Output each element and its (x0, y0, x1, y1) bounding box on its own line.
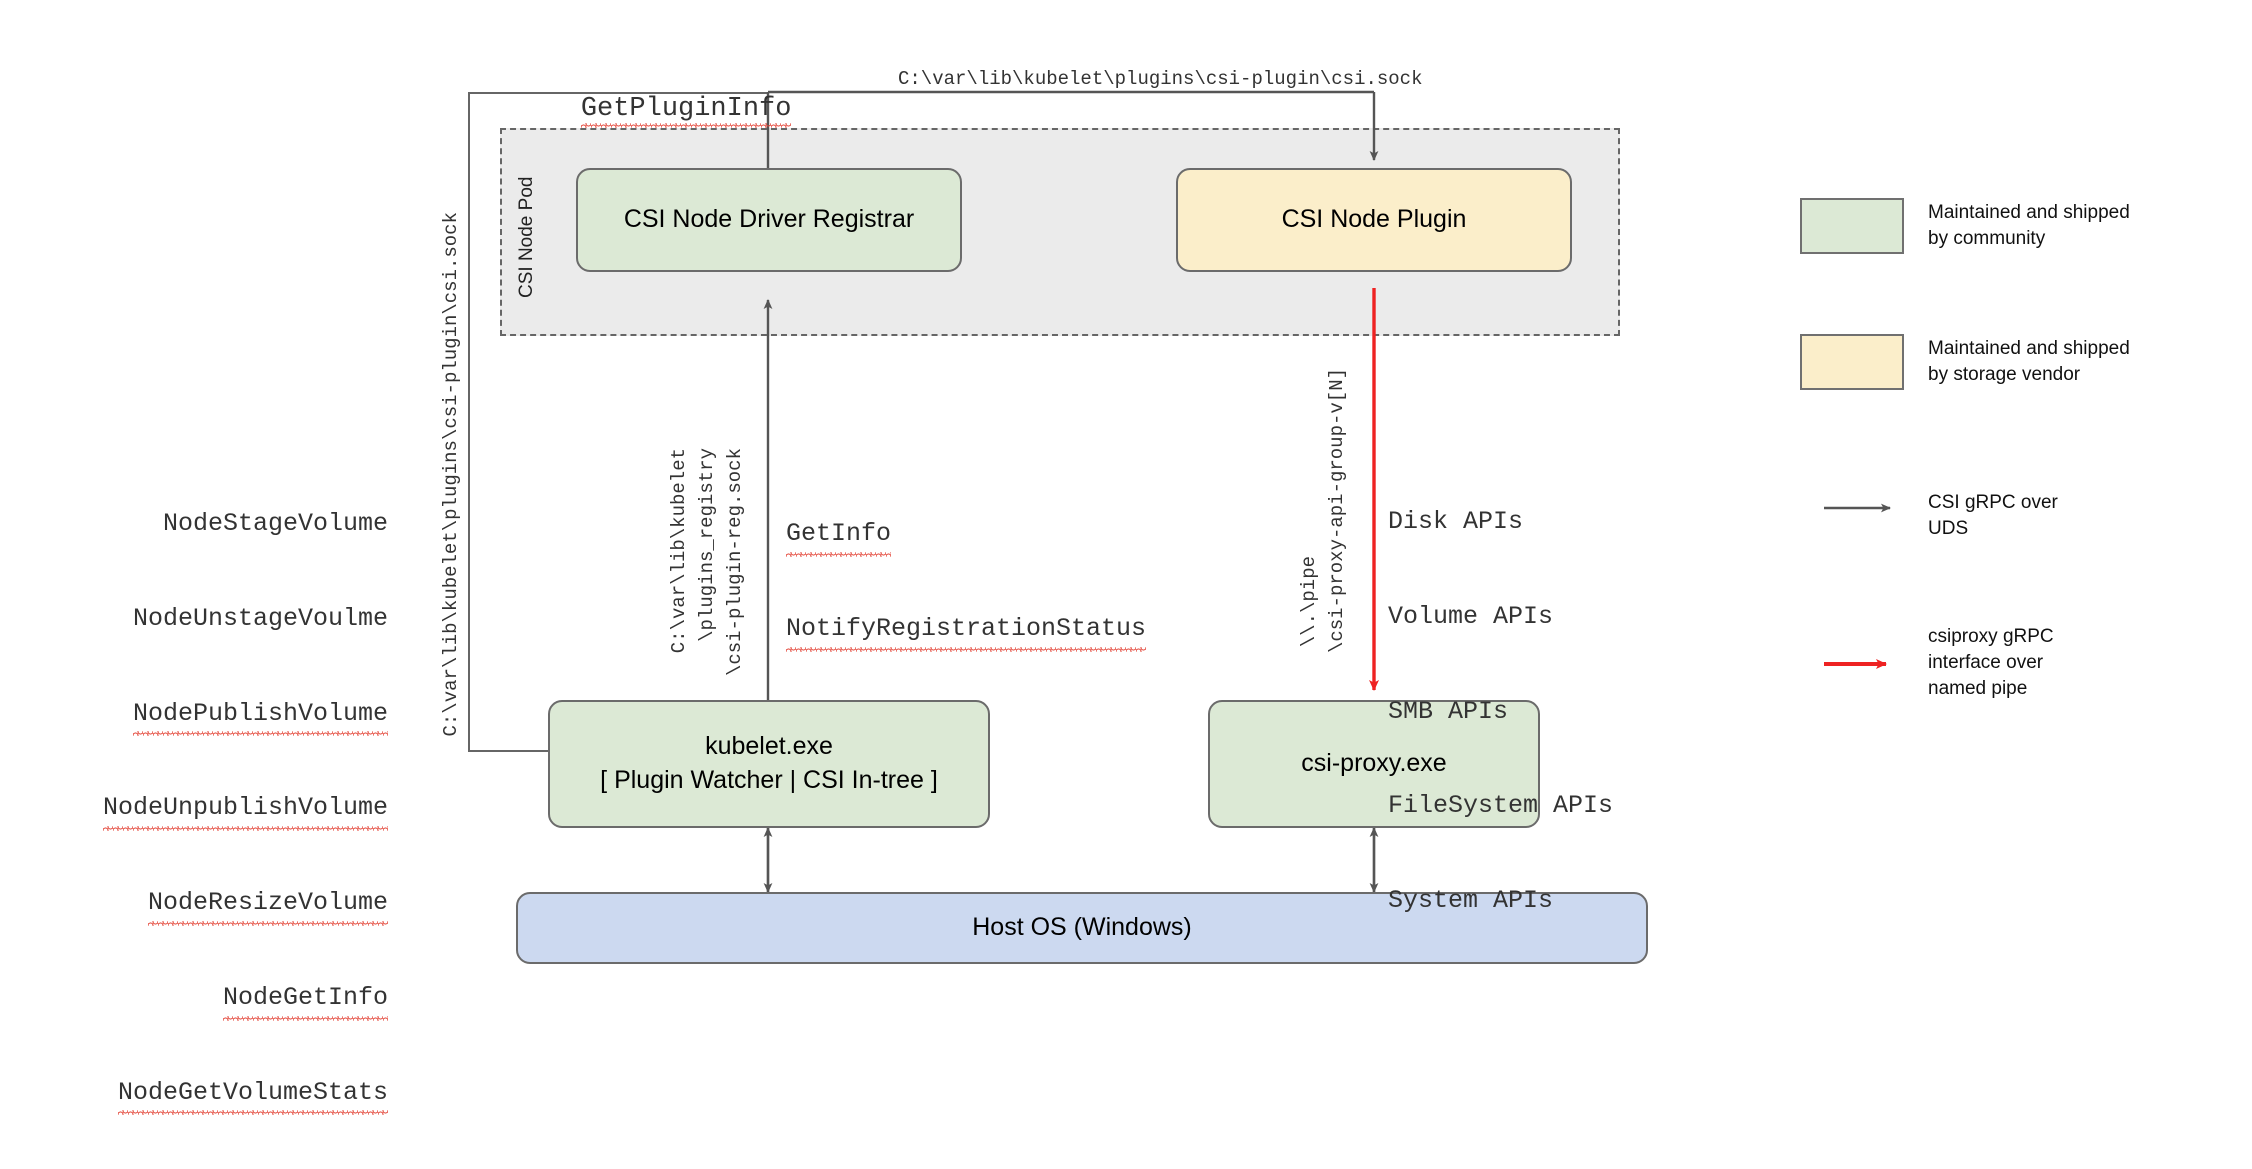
legend-swatch-vendor (1800, 334, 1904, 390)
label-named-pipe-line-2: \csi-proxy-api-group-v[N] (1326, 368, 1348, 654)
proxy-api-item: SMB APIs (1388, 696, 1509, 726)
registration-call-item: GetInfo (786, 516, 1146, 557)
node-api-item: NodeGetVolumeStats (60, 1075, 389, 1115)
proxy-api-item: Disk APIs (1388, 507, 1524, 536)
registration-calls-list: GetInfo NotifyRegistrationStatus (786, 458, 1147, 706)
node-api-text: NodeUnstageVoulme (132, 603, 388, 633)
node-csi-node-driver-registrar[interactable]: CSI Node Driver Registrar (576, 168, 962, 272)
label-reg-sock-line-3: \csi-plugin-reg.sock (724, 448, 746, 677)
legend-label-csi-grpc-uds: CSI gRPC over UDS (1928, 492, 2058, 540)
node-api-text: NodeStageVolume (162, 509, 388, 538)
node-api-item: NodeStageVolume (60, 506, 388, 543)
node-api-item: NodePublishVolume (60, 696, 389, 736)
node-csi-proxy-exe[interactable]: csi-proxy.exe (1208, 700, 1540, 828)
node-kubelet-exe[interactable]: kubelet.exe [ Plugin Watcher | CSI In-tr… (548, 700, 990, 828)
legend-label-community: Maintained and shipped by community (1928, 202, 2130, 250)
node-api-text: NodeGetVolumeStats (117, 1075, 389, 1115)
proxy-api-item: FileSystem APIs (1388, 791, 1614, 821)
kubelet-title: kubelet.exe (705, 732, 833, 761)
node-label: CSI Node Driver Registrar (623, 205, 915, 234)
node-api-text: NodeGetInfo (222, 980, 389, 1021)
node-api-item: NodeUnstageVoulme (60, 601, 388, 638)
node-api-text: NodeResizeVolume (147, 885, 389, 926)
proxy-api-item: Volume APIs (1388, 601, 1554, 631)
label-reg-sock-line-2: \plugins_registry (696, 448, 718, 642)
proxy-api-item: System APIs (1388, 886, 1554, 915)
node-label: Host OS (Windows) (972, 913, 1192, 942)
registration-call-text: GetInfo (786, 516, 892, 557)
registration-call-text: NotifyRegistrationStatus (786, 611, 1147, 652)
proxy-api-list: Disk APIs Volume APIs SMB APIs FileSyste… (1388, 446, 1613, 978)
node-api-text: NodeUnpublishVolume (102, 790, 389, 831)
node-api-item: NodeUnpublishVolume (60, 790, 389, 831)
csi-node-pod-label: CSI Node Pod (516, 176, 537, 298)
legend-label-csiproxy-grpc: csiproxy gRPC interface over named pipe (1928, 626, 2054, 700)
registration-call-item: NotifyRegistrationStatus (786, 611, 1147, 652)
node-label: CSI Node Plugin (1281, 205, 1467, 234)
diagram-canvas: CSI Node Pod CSI Node Driv (102, 64, 2130, 1115)
label-csi-sock-path-top: C:\var\lib\kubelet\plugins\csi-plugin\cs… (898, 68, 1423, 90)
kubelet-subtitle: [ Plugin Watcher | CSI In-tree ] (600, 766, 938, 794)
node-api-item: NodeGetInfo (60, 980, 389, 1021)
label-get-plugin-info: GetPluginInfo (516, 64, 791, 154)
legend-label-vendor: Maintained and shipped by storage vendor (1928, 338, 2130, 386)
get-plugin-info-text: GetPluginInfo (580, 94, 792, 128)
node-host-os[interactable]: Host OS (Windows) (516, 892, 1648, 964)
label-reg-sock-line-1: C:\var\lib\kubelet (668, 448, 690, 654)
legend-swatch-community (1800, 198, 1904, 254)
node-csi-node-plugin[interactable]: CSI Node Plugin (1176, 168, 1572, 272)
label-named-pipe-line-1: \\.\pipe (1298, 556, 1320, 648)
label-csi-sock-path-left: C:\var\lib\kubelet\plugins\csi-plugin\cs… (440, 212, 462, 737)
node-label: csi-proxy.exe (1301, 749, 1447, 778)
node-api-list: NodeStageVolume NodeUnstageVoulme NodePu… (60, 448, 389, 1169)
node-api-text: NodePublishVolume (132, 696, 389, 736)
node-api-item: NodeResizeVolume (60, 885, 389, 926)
